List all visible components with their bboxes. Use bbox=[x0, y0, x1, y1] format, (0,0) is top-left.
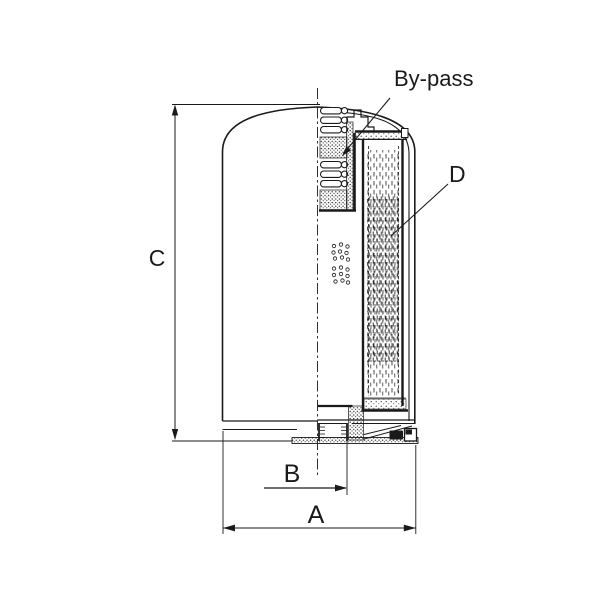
spring-coil bbox=[319, 106, 343, 115]
perforation-hole bbox=[338, 271, 344, 277]
dim-b-arrow-right bbox=[335, 484, 347, 492]
gasket-seal-corner bbox=[405, 429, 412, 435]
dim-c-arrow-up bbox=[171, 104, 179, 116]
perforation-hole bbox=[331, 272, 337, 278]
valve-housing-wall bbox=[346, 121, 354, 212]
dimension-b: B bbox=[264, 424, 348, 495]
perforation-hole bbox=[345, 267, 350, 272]
spring-coil bbox=[319, 125, 343, 134]
d-annotation: D bbox=[390, 161, 466, 237]
bypass-annotation: By-pass bbox=[342, 66, 473, 156]
perforation-hole bbox=[331, 250, 336, 255]
perforation-hole bbox=[345, 244, 350, 249]
filter-element bbox=[354, 128, 409, 412]
port-boss-section bbox=[348, 405, 364, 441]
spring-coil bbox=[319, 170, 343, 178]
perforation-hole bbox=[331, 243, 337, 249]
dim-c-arrow-down bbox=[171, 429, 179, 440]
perforation-hole bbox=[332, 256, 338, 261]
bypass-label: By-pass bbox=[394, 66, 473, 91]
bypass-valve-spring bbox=[319, 106, 375, 212]
element-bottom-seam bbox=[363, 398, 407, 410]
bypass-leader-arrow bbox=[342, 146, 351, 156]
dimension-a: A bbox=[222, 431, 417, 534]
valve-seat-profile bbox=[346, 109, 375, 132]
filter-media-texture-dense bbox=[367, 196, 399, 362]
perforation-hole bbox=[345, 280, 351, 285]
spring-coil bbox=[319, 179, 343, 188]
valve-section-block bbox=[319, 189, 348, 211]
dim-a-arrow-right bbox=[403, 524, 416, 532]
spring-coil-end bbox=[340, 107, 349, 115]
gasket-seal bbox=[389, 430, 403, 440]
base-plate bbox=[291, 404, 419, 444]
perforation-hole bbox=[339, 255, 345, 260]
perforation-hole bbox=[337, 249, 343, 254]
perforation-hole bbox=[333, 279, 338, 284]
center-tube-perforations bbox=[331, 242, 351, 285]
mounting-seam-band bbox=[291, 437, 419, 444]
bypass-leader-line bbox=[343, 97, 391, 154]
perforation-hole bbox=[344, 250, 349, 256]
spring-coil bbox=[319, 116, 343, 124]
dim-a-label: A bbox=[308, 501, 325, 529]
dim-b-label: B bbox=[284, 460, 301, 488]
valve-retainer bbox=[319, 133, 356, 212]
spring-coil bbox=[319, 160, 343, 169]
perforation-hole bbox=[340, 278, 345, 283]
dim-a-arrow-left bbox=[223, 524, 235, 532]
perforation-hole bbox=[338, 242, 344, 247]
d-label: D bbox=[449, 161, 466, 187]
d-leader-line bbox=[390, 183, 449, 237]
perforation-hole bbox=[331, 266, 337, 271]
dim-c-label: C bbox=[149, 245, 166, 271]
baseplate-fold-line bbox=[363, 425, 402, 435]
perforation-hole bbox=[345, 273, 350, 279]
element-corner-notch bbox=[401, 128, 409, 138]
perforation-hole bbox=[338, 265, 344, 270]
perforation-hole bbox=[345, 257, 351, 262]
element-top-seam bbox=[354, 131, 408, 140]
dimension-c: C bbox=[149, 104, 320, 442]
